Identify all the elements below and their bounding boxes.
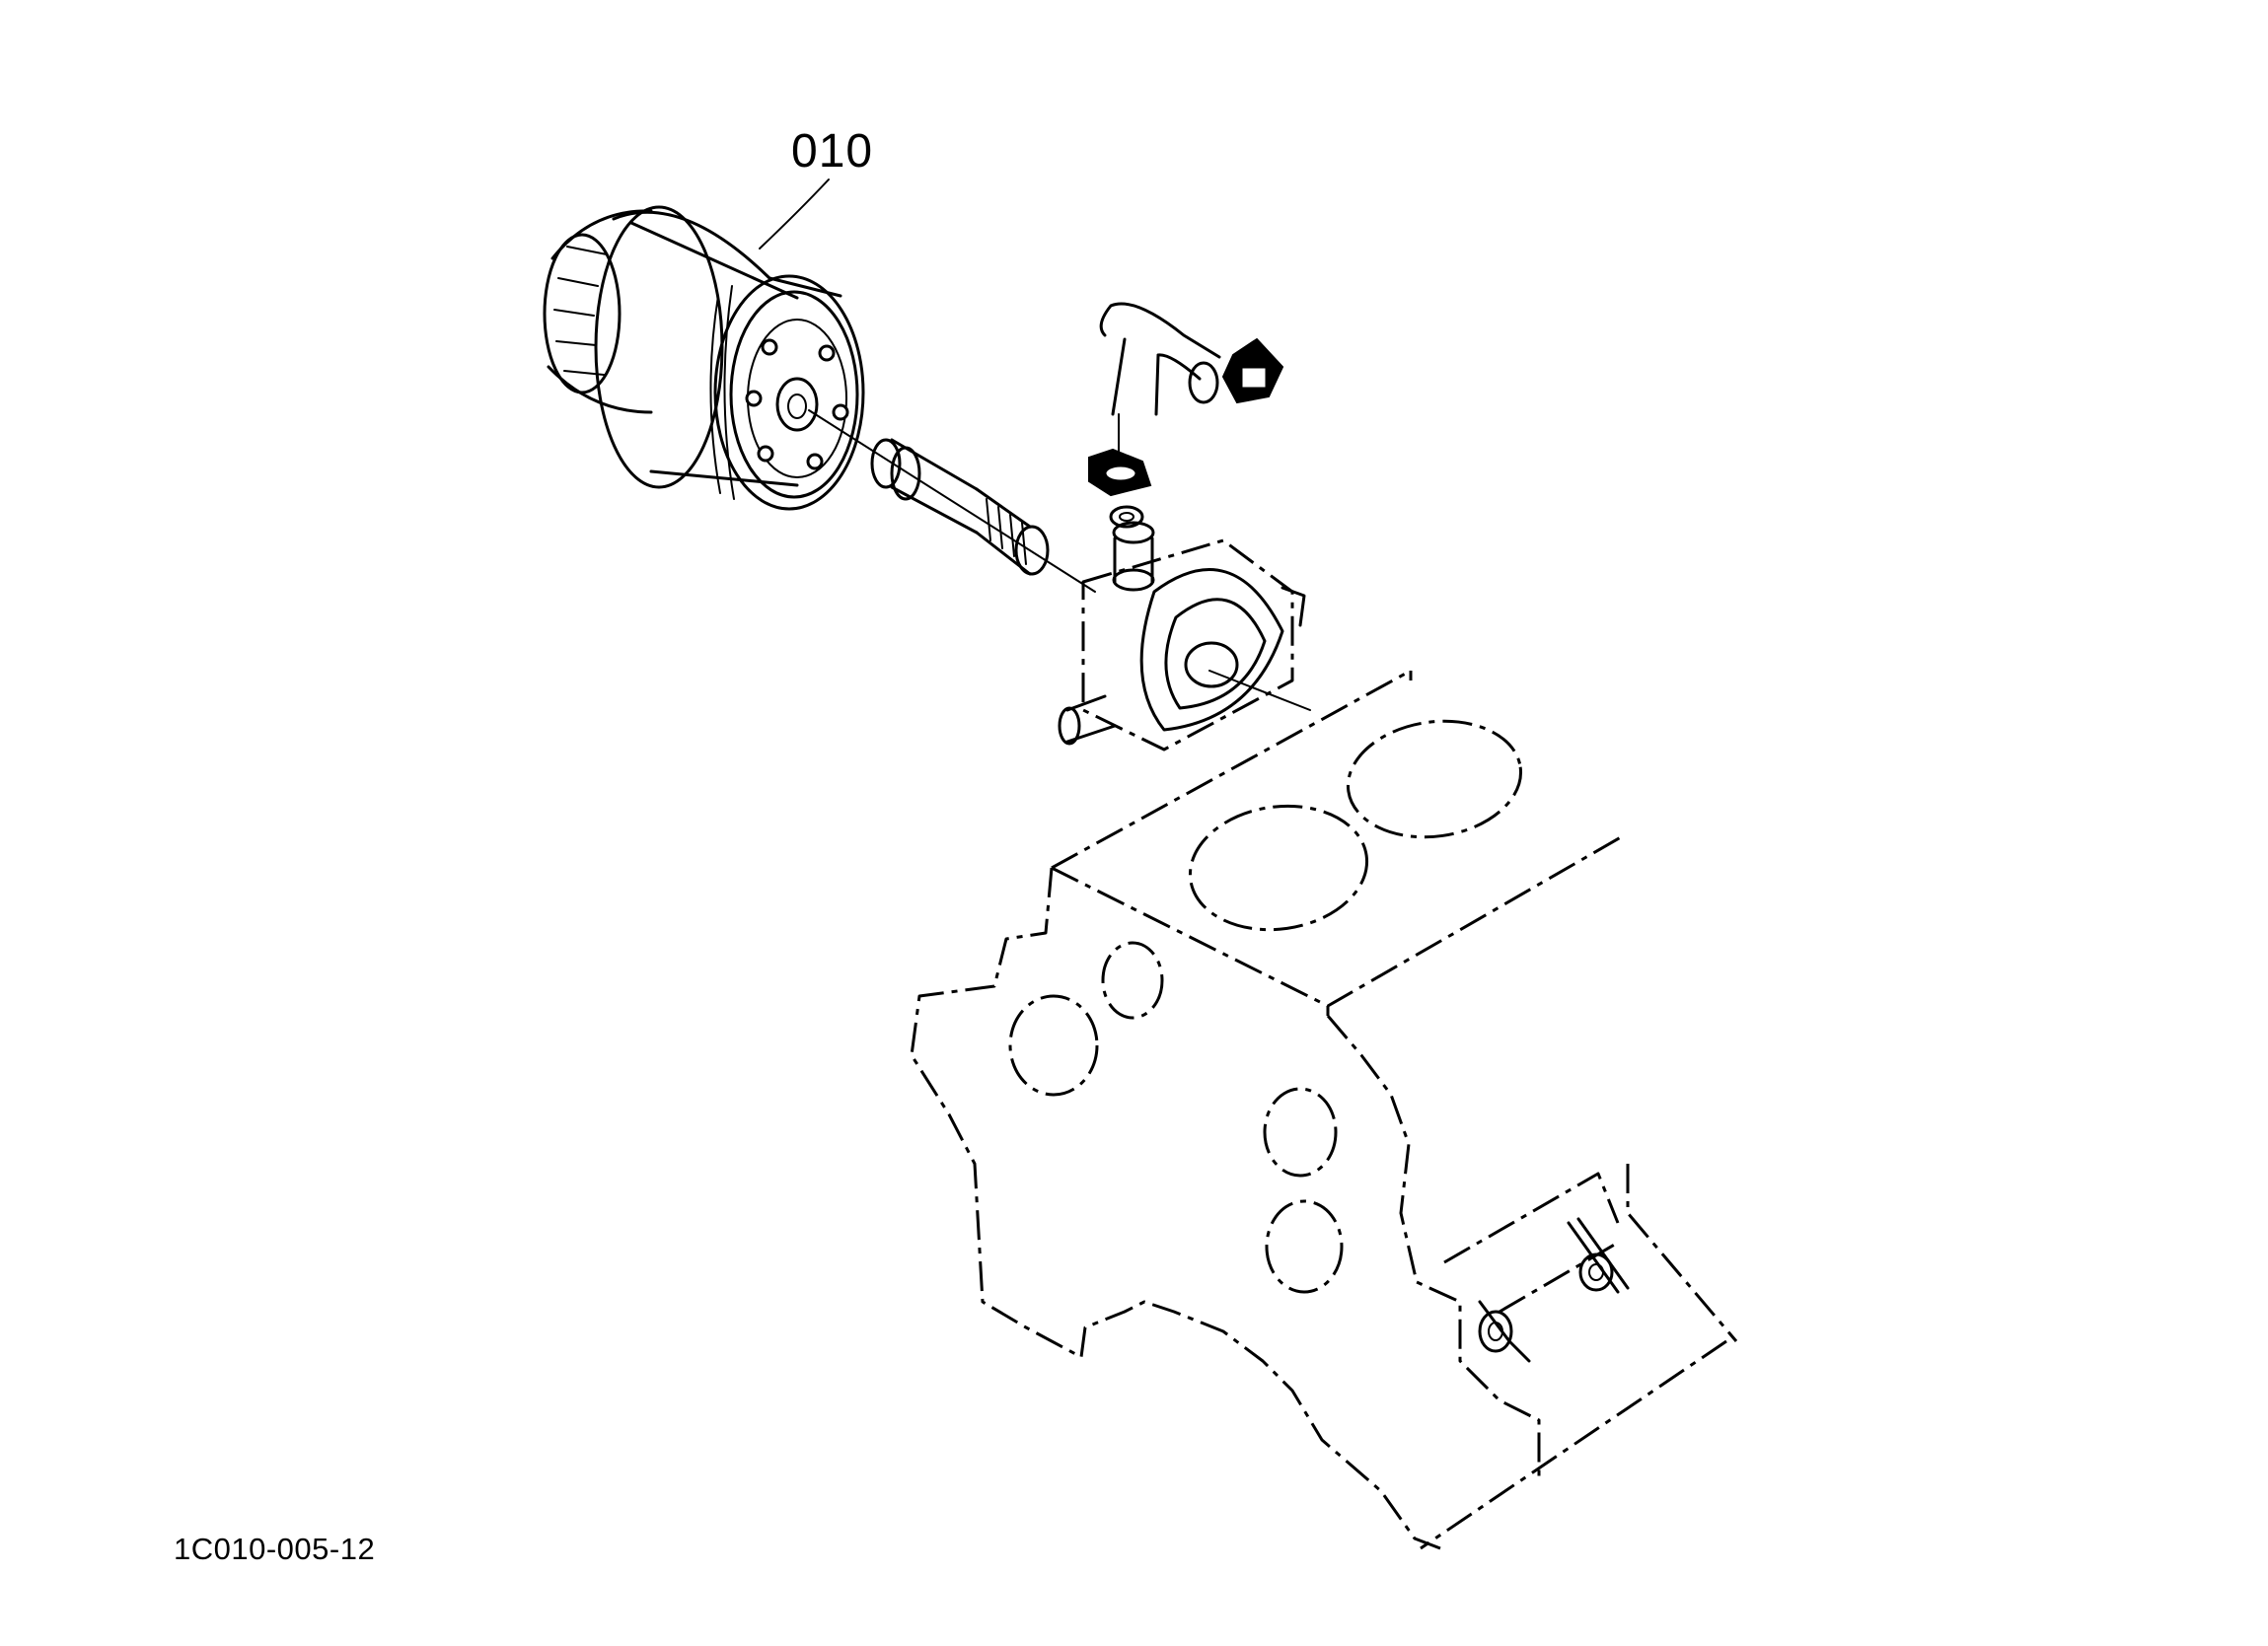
hose-with-clamps[interactable] bbox=[1088, 302, 1284, 529]
engine-block bbox=[910, 669, 1738, 1550]
callout-leader bbox=[759, 179, 830, 250]
oil-filter-cartridge[interactable] bbox=[543, 205, 865, 511]
threaded-pipe[interactable] bbox=[808, 409, 1096, 593]
figure-code: 1C010-005-12 bbox=[174, 1532, 376, 1566]
callout-010[interactable]: 010 bbox=[791, 125, 874, 178]
oil-cooler[interactable] bbox=[1058, 521, 1311, 751]
